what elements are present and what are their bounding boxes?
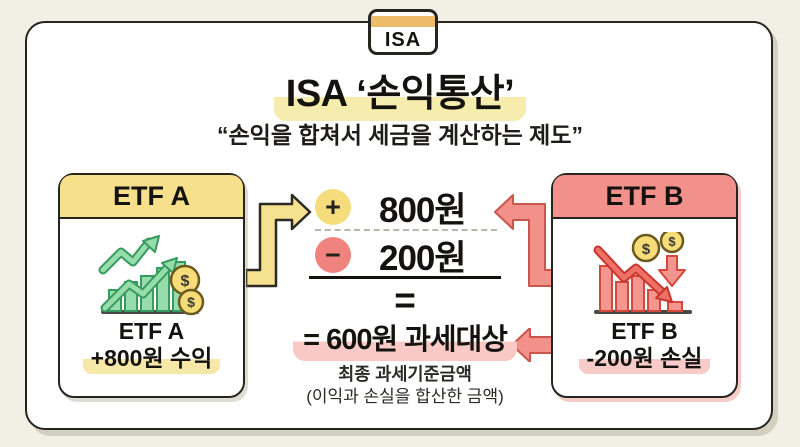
etf-a-card: ETF A $ $ ETF A +800원 수익: [58, 173, 245, 398]
minus-value: 200원: [379, 238, 467, 278]
minus-icon: −: [315, 237, 351, 273]
etf-b-card: ETF B $ $ ETF B -200원 손실: [551, 173, 738, 398]
dollar-coins-icon: $ $: [631, 232, 684, 263]
badge-label: ISA: [384, 29, 422, 51]
title-highlight: ISA ‘손익통산’: [273, 71, 527, 121]
falling-chart-icon: $ $: [593, 232, 692, 314]
svg-text:$: $: [187, 294, 195, 310]
isa-badge: ISA: [368, 9, 438, 55]
etf-b-header: ETF B: [553, 175, 736, 219]
badge-stripe: [371, 16, 435, 27]
equals-sign: =: [394, 280, 416, 321]
svg-text:$: $: [668, 234, 676, 249]
dashed-divider: [315, 229, 497, 231]
result-highlight: = 600원 과세대상: [293, 322, 517, 361]
etf-a-header: ETF A: [60, 175, 243, 219]
svg-text:$: $: [641, 241, 650, 258]
pink-elbow-arrow-icon: [494, 194, 559, 287]
svg-text:$: $: [180, 273, 189, 290]
plus-icon: +: [315, 189, 351, 225]
sum-divider: [309, 276, 501, 279]
result-note-line2: (이익과 손실을 합산한 금액): [306, 387, 504, 406]
etf-a-caption-line2: +800원 수익: [82, 345, 221, 374]
dollar-coins-icon: $ $: [169, 264, 204, 316]
result-line: = 600원 과세대상: [235, 316, 575, 361]
pink-straight-arrow-icon: [512, 328, 554, 362]
page-subtitle: “손익을 합쳐서 세금을 계산하는 제도”: [217, 122, 583, 148]
formula-plus-row: + 800원: [303, 189, 507, 230]
etf-a-caption-line1: ETF A: [118, 318, 185, 344]
etf-b-caption-line1: ETF B: [611, 318, 678, 344]
page-title: ISA ‘손익통산’: [0, 62, 800, 121]
result-note-line1: 최종 과세기준금액: [338, 364, 472, 384]
formula-minus-row: − 200원: [303, 237, 507, 278]
rising-chart-icon: $ $: [98, 235, 204, 316]
down-arrow-icon: [657, 255, 686, 287]
etf-b-caption-line2: -200원 손실: [578, 345, 711, 374]
plus-value: 800원: [379, 190, 467, 230]
yellow-elbow-arrow-icon: [246, 193, 312, 288]
